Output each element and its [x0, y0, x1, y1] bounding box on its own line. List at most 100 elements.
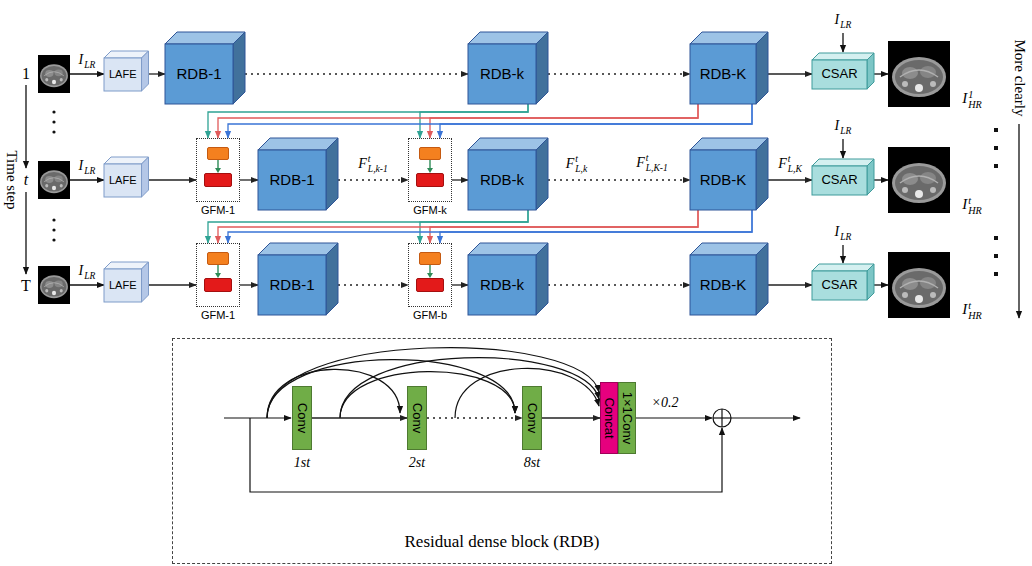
time-index: 1 [22, 65, 30, 83]
connector [245, 73, 468, 74]
csar-block: CSAR [812, 264, 874, 300]
connector [228, 210, 752, 243]
box-face: RDB-K [690, 255, 756, 315]
connector [548, 179, 690, 180]
layer-label: Conv [295, 403, 310, 433]
rdb-block: RDB-1 [258, 138, 338, 210]
gfm-module: GFM-k [408, 138, 452, 218]
output-label: ItHR [962, 301, 982, 321]
feature-label: FtL,k [565, 155, 588, 174]
signal-label: ILR [835, 118, 852, 136]
rdb-block: RDB-1 [258, 243, 338, 315]
box-face: CSAR [812, 271, 867, 300]
connector [240, 179, 258, 180]
layer-index: 2st [409, 455, 425, 471]
fusion-block [204, 278, 232, 292]
connector [208, 104, 528, 138]
module-label: GFM-b [413, 309, 447, 322]
box-face: RDB-k [468, 150, 536, 210]
rdb-block: RDB-K [690, 32, 768, 104]
module-label: GFM-1 [201, 309, 235, 322]
box-face: RDB-1 [258, 255, 326, 315]
block-label: CSAR [821, 173, 857, 188]
output-label: ItHR [962, 196, 982, 216]
box-face: LAFE [104, 58, 142, 91]
ct-output-images [888, 41, 950, 318]
connector [420, 104, 528, 138]
panel-caption: Residual dense block (RDB) [172, 532, 832, 552]
rdb-block: RDB-k [468, 32, 548, 104]
block-label: RDB-k [480, 276, 524, 293]
lafe-block: LAFE [104, 262, 149, 302]
time-index: t [24, 171, 28, 189]
connector [768, 73, 812, 74]
block-label: RDB-1 [269, 171, 314, 188]
connector [430, 104, 698, 138]
block-label: CSAR [821, 67, 857, 82]
connector [542, 417, 600, 418]
scale-factor: ×0.2 [652, 395, 679, 411]
module-label: GFM-1 [201, 204, 235, 217]
layer-label: Conv [410, 403, 425, 433]
connector [440, 210, 752, 243]
layer-label: Conv [525, 403, 540, 433]
block-label: CSAR [821, 278, 857, 293]
box-face: CSAR [812, 60, 867, 89]
concat-layer: Concat [600, 382, 618, 454]
connector [312, 417, 407, 418]
rdb-block: RDB-k [468, 243, 548, 315]
gfm-module: GFM-b [408, 243, 452, 323]
attention-block [419, 147, 441, 160]
axis-label: Time step [2, 150, 19, 209]
signal-label: ILR [79, 263, 96, 281]
rdb-block: RDB-1 [165, 32, 245, 104]
connector [240, 284, 258, 285]
csar-block: CSAR [812, 159, 874, 195]
box-face: LAFE [104, 164, 142, 197]
layer-index: 1st [294, 455, 310, 471]
block-label: RDB-k [480, 171, 524, 188]
box-face: CSAR [812, 166, 867, 195]
connector [440, 104, 752, 138]
connector [149, 284, 196, 285]
layer-label: Concat [602, 397, 617, 438]
connector [452, 179, 468, 180]
connector [228, 104, 752, 138]
block-label: RDB-1 [176, 65, 221, 82]
connector [768, 179, 812, 180]
rdb-block: RDB-k [468, 138, 548, 210]
connector [430, 210, 698, 243]
fusion-block [416, 278, 444, 292]
connector [452, 284, 468, 285]
box-face: LAFE [104, 269, 142, 302]
block-label: RDB-K [700, 276, 747, 293]
sum-symbol [713, 409, 731, 427]
layer-index: 8st [524, 455, 540, 471]
box-face: RDB-K [690, 44, 756, 104]
layer-label: 1×1Conv [620, 392, 635, 444]
block-label: RDB-K [700, 171, 747, 188]
attention-block [207, 147, 229, 160]
connector [149, 179, 196, 180]
rdb-block: RDB-K [690, 138, 768, 210]
inner-arrow [196, 243, 240, 307]
ct-input-images [38, 55, 70, 304]
block-label: LAFE [109, 68, 137, 81]
signal-label: ILR [835, 12, 852, 30]
rdb-dense-links [224, 348, 800, 492]
conv-layer: Conv1st [292, 386, 312, 450]
continuation-dots [52, 110, 998, 276]
inner-arrow [408, 138, 452, 202]
attention-block [207, 252, 229, 265]
axis-label: More clearly [1010, 39, 1027, 116]
rdb-block: RDB-K [690, 243, 768, 315]
box-face: RDB-k [468, 44, 536, 104]
conv-layer: Conv8st [522, 386, 542, 450]
inner-arrow [408, 243, 452, 307]
conv-layer: Conv2st [407, 386, 427, 450]
conv1x1-layer: 1×1Conv [618, 382, 636, 454]
connector [338, 179, 408, 180]
output-label: I1HR [962, 90, 982, 110]
box-face: RDB-K [690, 150, 756, 210]
